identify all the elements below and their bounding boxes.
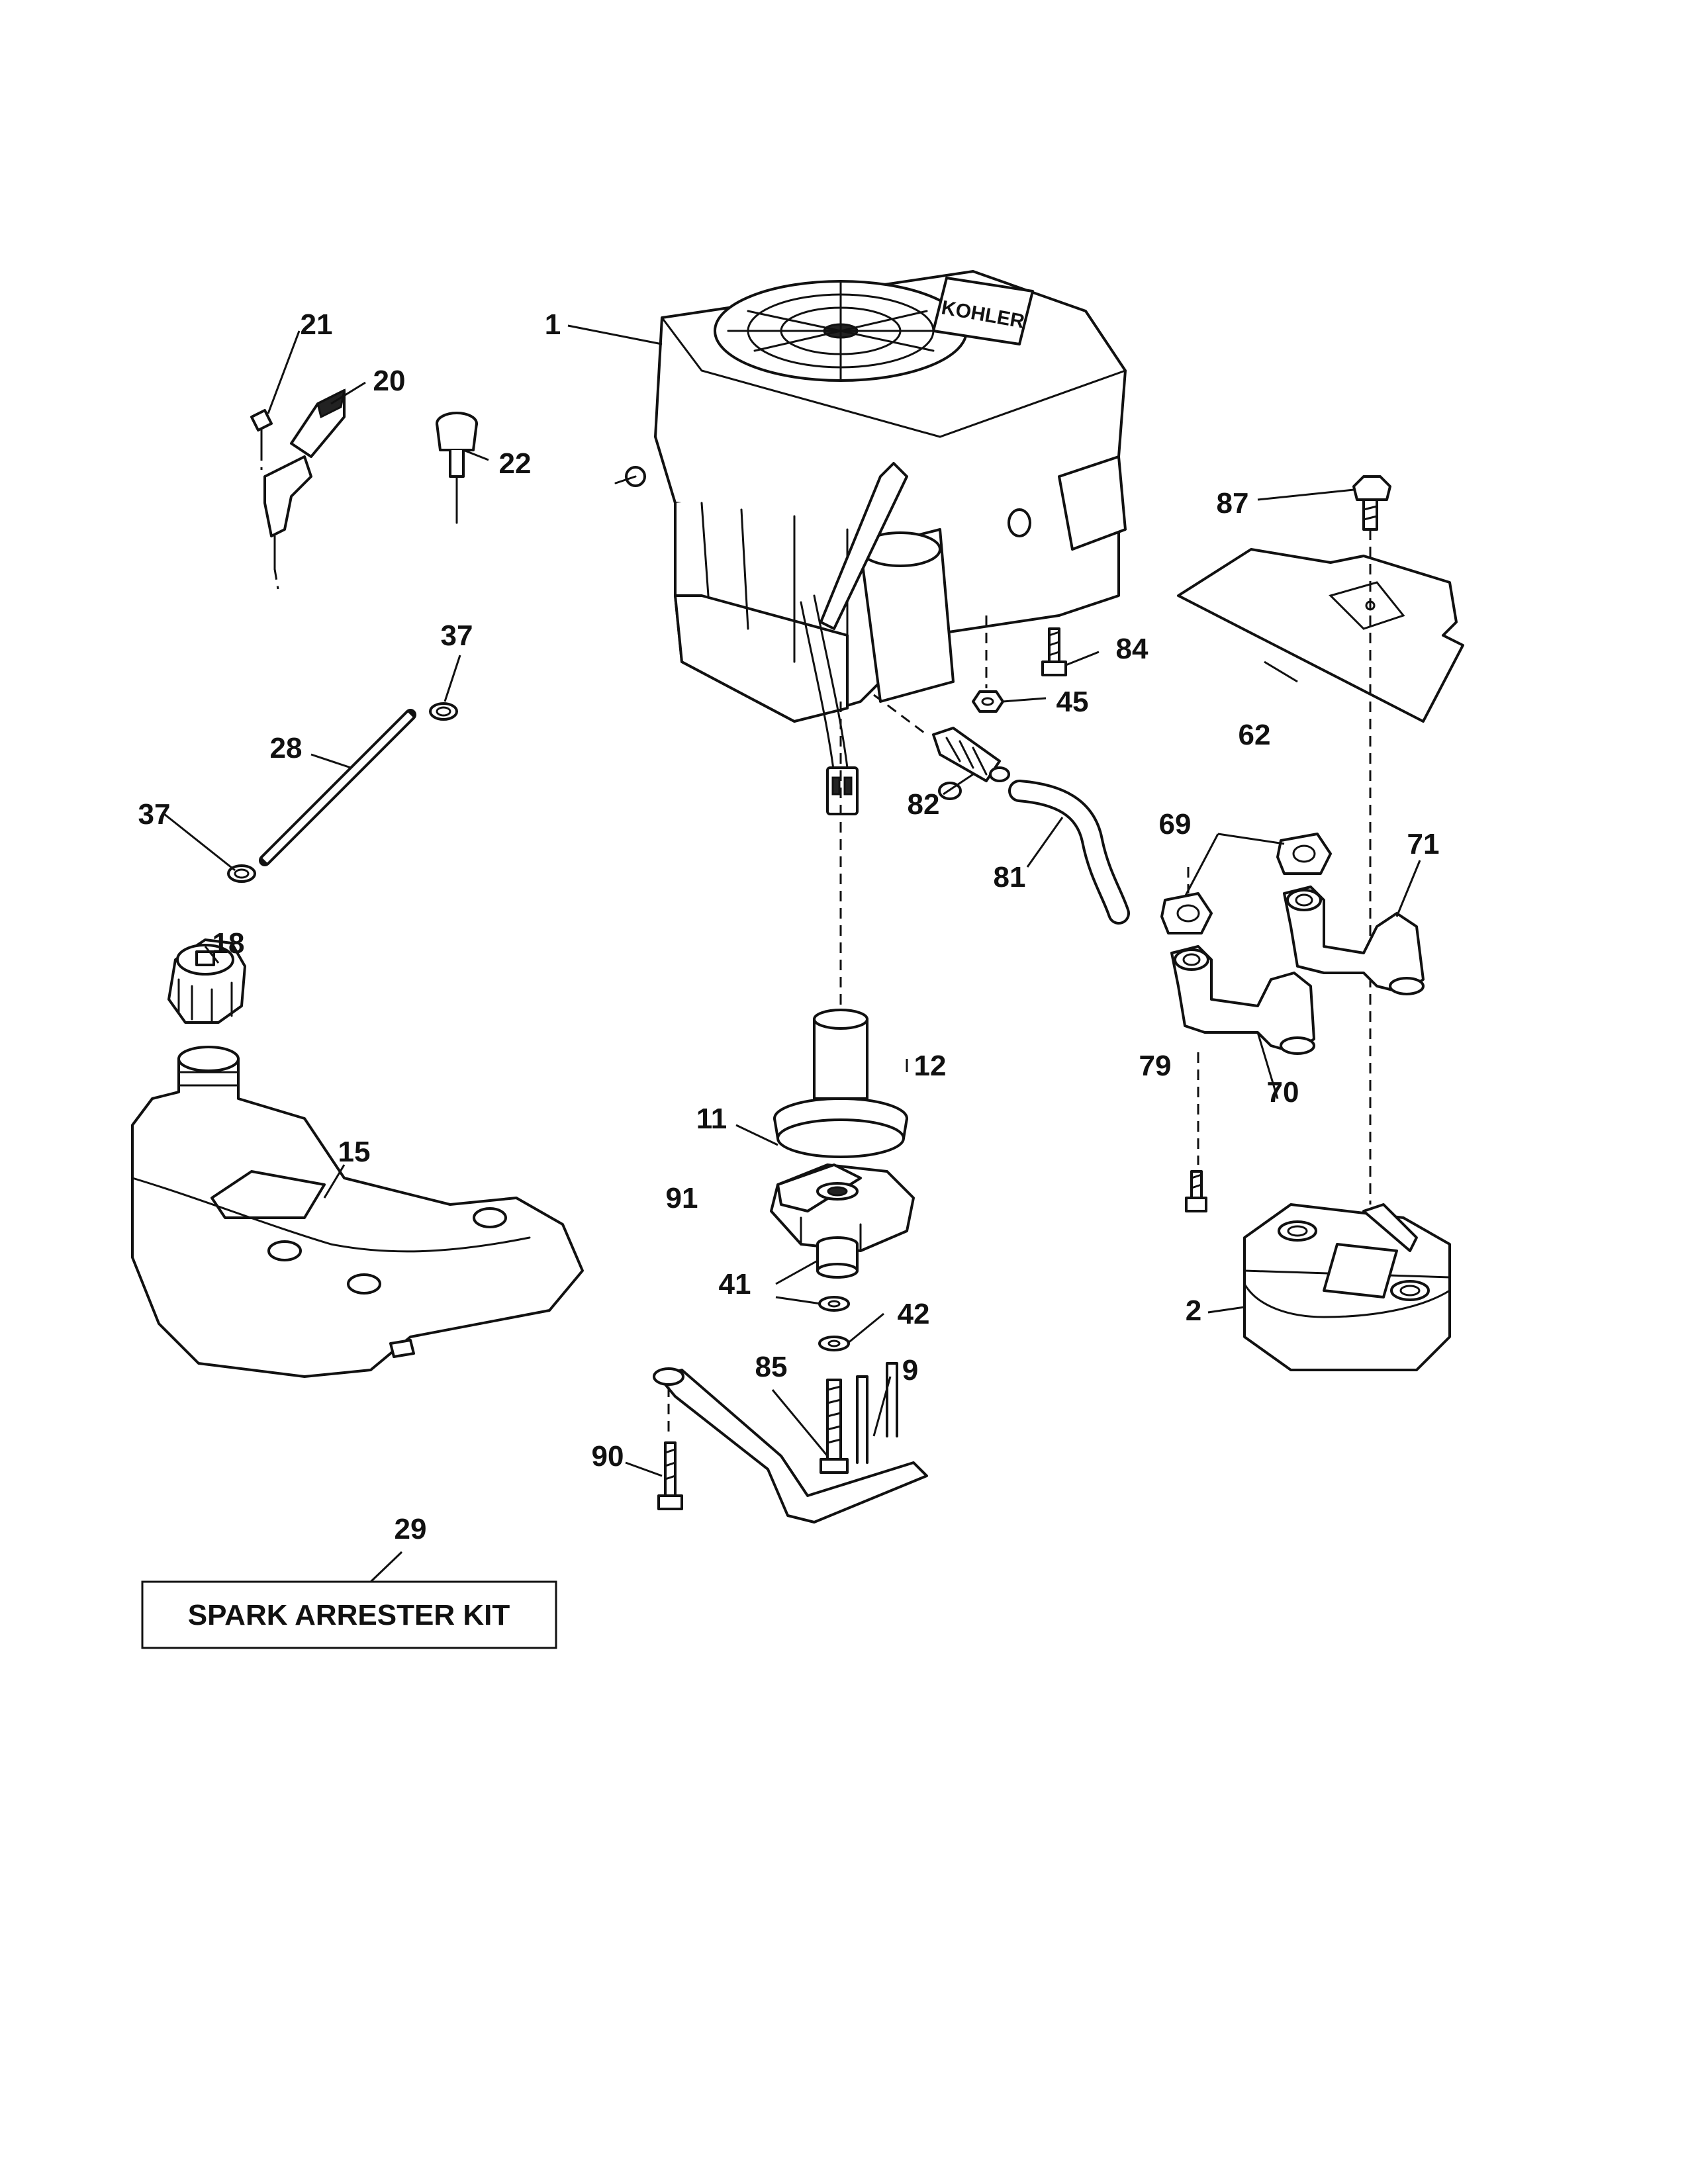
callout-70: 70 (1267, 1076, 1299, 1109)
fuel-hose-81 (1008, 780, 1130, 925)
callout-42: 42 (898, 1298, 930, 1330)
leader-lines (164, 324, 1421, 1583)
callout-84: 84 (1116, 633, 1149, 665)
bolt-85 (820, 1379, 849, 1474)
callout-81: 81 (994, 861, 1026, 893)
engine-assembly: KOHLER (614, 270, 1127, 1019)
callout-20: 20 (373, 365, 406, 397)
callout-41: 41 (719, 1268, 751, 1300)
callout-12: 12 (914, 1050, 947, 1082)
callout-15: 15 (338, 1136, 371, 1168)
nut-45 (972, 615, 1004, 713)
gasket-69-upper (1276, 833, 1332, 875)
fuel-filter-82 (873, 694, 1010, 800)
bolt-90 (657, 1387, 683, 1510)
callout-2: 2 (1186, 1295, 1201, 1327)
callout-82: 82 (908, 788, 940, 821)
callout-85: 85 (755, 1351, 788, 1383)
fuel-cap (167, 938, 246, 1024)
callout-29: 29 (395, 1513, 427, 1545)
callout-62: 62 (1239, 719, 1271, 751)
hose-clamp-upper (429, 702, 458, 721)
clutch-bracket (653, 1362, 928, 1524)
throttle-bracket-assembly (250, 388, 346, 590)
callout-21: 21 (301, 308, 333, 341)
callout-79: 79 (1139, 1050, 1172, 1082)
heat-shield (1177, 548, 1464, 723)
callout-1: 1 (545, 308, 561, 341)
callout-22: 22 (499, 447, 532, 480)
bolt-79 (1185, 1170, 1207, 1212)
washer-41 (818, 1296, 850, 1312)
callout-69: 69 (1159, 808, 1192, 841)
callout-37-upper: 37 (441, 619, 473, 652)
callout-71: 71 (1407, 828, 1440, 860)
callout-87: 87 (1217, 487, 1249, 520)
gasket-69-lower (1160, 892, 1213, 934)
callout-28: 28 (270, 732, 303, 764)
exhaust-pipe-70 (1170, 945, 1315, 1055)
callout-45: 45 (1056, 686, 1089, 718)
spark-arrester-kit-label: SPARK ARRESTER KIT (188, 1599, 510, 1631)
bolt-87 (1352, 475, 1391, 531)
callout-18: 18 (212, 927, 245, 960)
bolt-84 (1041, 627, 1067, 676)
callout-90: 90 (592, 1440, 624, 1473)
washer-42 (818, 1336, 850, 1351)
fuel-line (227, 702, 458, 883)
callout-11: 11 (696, 1103, 727, 1135)
exhaust-pipe-71 (1283, 886, 1425, 995)
callout-91: 91 (666, 1182, 698, 1214)
electric-pto-clutch (770, 1163, 915, 1252)
choke-knob (436, 412, 478, 524)
bearing (816, 1236, 859, 1279)
spark-arrester-kit-box: SPARK ARRESTER KIT (141, 1580, 557, 1649)
callout-9: 9 (902, 1354, 918, 1387)
fuel-tank (131, 1046, 584, 1378)
engine-pulley (773, 1009, 908, 1158)
muffler (1243, 1203, 1451, 1371)
callout-37-lower: 37 (138, 798, 171, 831)
